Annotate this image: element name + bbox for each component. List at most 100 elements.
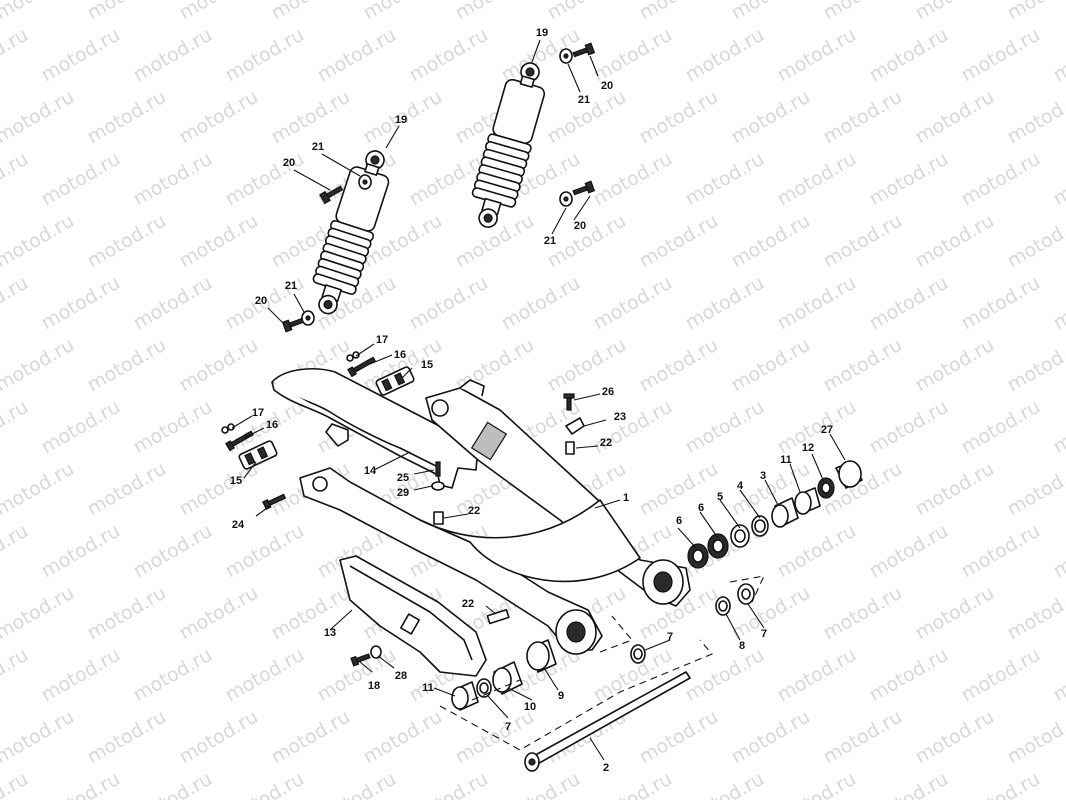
shock-bolts-and-washers bbox=[281, 42, 596, 333]
callout-11b: 11 bbox=[780, 454, 792, 466]
watermark-text: motod.ru bbox=[222, 768, 308, 800]
watermark-text: motod.ru bbox=[222, 24, 308, 87]
watermark-text: motod.ru bbox=[38, 272, 124, 335]
watermark-text: motod.ru bbox=[820, 0, 906, 24]
watermark-text: motod.ru bbox=[452, 0, 538, 24]
callout-20a: 20 bbox=[601, 80, 613, 92]
watermark-text: motod.ru bbox=[1050, 272, 1066, 335]
callout-21d: 21 bbox=[285, 280, 297, 292]
callout-26: 26 bbox=[602, 386, 614, 398]
callout-9: 9 bbox=[558, 690, 564, 702]
watermark-text: motod.ru bbox=[0, 768, 32, 800]
watermark-text: motod.ru bbox=[682, 768, 768, 800]
callout-21a: 21 bbox=[578, 94, 590, 106]
watermark-text: motod.ru bbox=[774, 272, 860, 335]
alignment-lines bbox=[439, 575, 765, 751]
callout-4: 4 bbox=[737, 480, 744, 492]
callout-7b: 7 bbox=[667, 631, 673, 643]
watermark-text: motod.ru bbox=[498, 272, 584, 335]
watermark-text: motod.ru bbox=[84, 210, 170, 273]
callout-12: 12 bbox=[802, 442, 814, 454]
watermark-text: motod.ru bbox=[728, 334, 814, 397]
watermark-text: motod.ru bbox=[912, 86, 998, 149]
watermark-text: motod.ru bbox=[636, 334, 722, 397]
watermark-text: motod.ru bbox=[268, 706, 354, 769]
pivot-bearings-right bbox=[687, 460, 863, 569]
small-fasteners bbox=[262, 393, 585, 667]
pivot-bearings-left bbox=[451, 583, 755, 711]
watermark-text: motod.ru bbox=[38, 644, 124, 707]
callout-22c: 22 bbox=[462, 598, 474, 610]
watermark-text: motod.ru bbox=[820, 706, 906, 769]
watermark-text: motod.ru bbox=[866, 272, 952, 335]
watermark-text: motod.ru bbox=[866, 24, 952, 87]
callout-18: 18 bbox=[368, 680, 380, 692]
watermark-text: motod.ru bbox=[682, 644, 768, 707]
watermark-text: motod.ru bbox=[1050, 148, 1066, 211]
watermark-text: motod.ru bbox=[1004, 582, 1066, 645]
watermark-text: motod.ru bbox=[268, 86, 354, 149]
watermark-text: motod.ru bbox=[636, 86, 722, 149]
callout-5: 5 bbox=[717, 491, 723, 503]
watermark-text: motod.ru bbox=[406, 272, 492, 335]
watermark-text: motod.ru bbox=[84, 86, 170, 149]
watermark-text: motod.ru bbox=[774, 148, 860, 211]
watermark-text: motod.ru bbox=[0, 210, 78, 273]
watermark-text: motod.ru bbox=[360, 706, 446, 769]
watermark-text: motod.ru bbox=[130, 520, 216, 583]
watermark-text: motod.ru bbox=[130, 24, 216, 87]
watermark-text: motod.ru bbox=[1050, 396, 1066, 459]
watermark-text: motod.ru bbox=[820, 86, 906, 149]
callout-labels: 1 2 3 4 5 6 6 7 7 7 8 9 10 11 11 12 13 1… bbox=[230, 27, 833, 774]
watermark-text: motod.ru bbox=[314, 24, 400, 87]
watermark-text: motod.ru bbox=[1050, 520, 1066, 583]
watermark-text: motod.ru bbox=[0, 148, 32, 211]
watermark-text: motod.ru bbox=[176, 334, 262, 397]
watermark-text: motod.ru bbox=[820, 210, 906, 273]
swingarm bbox=[299, 379, 691, 655]
watermark-text: motod.ru bbox=[590, 272, 676, 335]
watermark-text: motod.ru bbox=[0, 334, 78, 397]
watermark-text: motod.ru bbox=[958, 644, 1044, 707]
callout-11a: 11 bbox=[422, 682, 434, 694]
watermark-text: motod.ru bbox=[958, 148, 1044, 211]
watermark-text: motod.ru bbox=[682, 272, 768, 335]
watermark-text: motod.ru bbox=[314, 768, 400, 800]
callout-22a: 22 bbox=[600, 437, 612, 449]
watermark-text: motod.ru bbox=[0, 396, 32, 459]
watermark-text: motod.ru bbox=[1050, 644, 1066, 707]
leader-lines bbox=[231, 39, 846, 761]
callout-20d: 20 bbox=[255, 295, 267, 307]
watermark-text: motod.ru bbox=[912, 334, 998, 397]
callout-10: 10 bbox=[524, 701, 536, 713]
watermark-text: motod.ru bbox=[176, 582, 262, 645]
pivot-shaft bbox=[524, 671, 691, 772]
watermark-text: motod.ru bbox=[176, 86, 262, 149]
callout-21b: 21 bbox=[312, 141, 324, 153]
callout-16a: 16 bbox=[394, 349, 406, 361]
callout-20c: 20 bbox=[574, 220, 586, 232]
callout-24: 24 bbox=[232, 519, 245, 531]
watermark-text: motod.ru bbox=[958, 768, 1044, 800]
watermark-text: motod.ru bbox=[0, 520, 32, 583]
callout-19a: 19 bbox=[536, 27, 548, 39]
watermark-text: motod.ru bbox=[130, 396, 216, 459]
watermark-text: motod.ru bbox=[544, 0, 630, 24]
watermark-text: motod.ru bbox=[866, 148, 952, 211]
watermark-text: motod.ru bbox=[682, 396, 768, 459]
watermark-text: motod.ru bbox=[866, 396, 952, 459]
watermark-text: motod.ru bbox=[360, 0, 446, 24]
watermark-text: motod.ru bbox=[958, 520, 1044, 583]
callout-23: 23 bbox=[614, 411, 626, 423]
watermark-text: motod.ru bbox=[590, 148, 676, 211]
watermark-text: motod.ru bbox=[1004, 86, 1066, 149]
callout-13: 13 bbox=[324, 627, 336, 639]
watermark-text: motod.ru bbox=[728, 86, 814, 149]
watermark-text: motod.ru bbox=[958, 24, 1044, 87]
callout-16b: 16 bbox=[266, 419, 278, 431]
watermark-text: motod.ru bbox=[84, 458, 170, 521]
watermark-text: motod.ru bbox=[728, 210, 814, 273]
watermark-text: motod.ru bbox=[774, 24, 860, 87]
callout-2: 2 bbox=[603, 762, 609, 774]
